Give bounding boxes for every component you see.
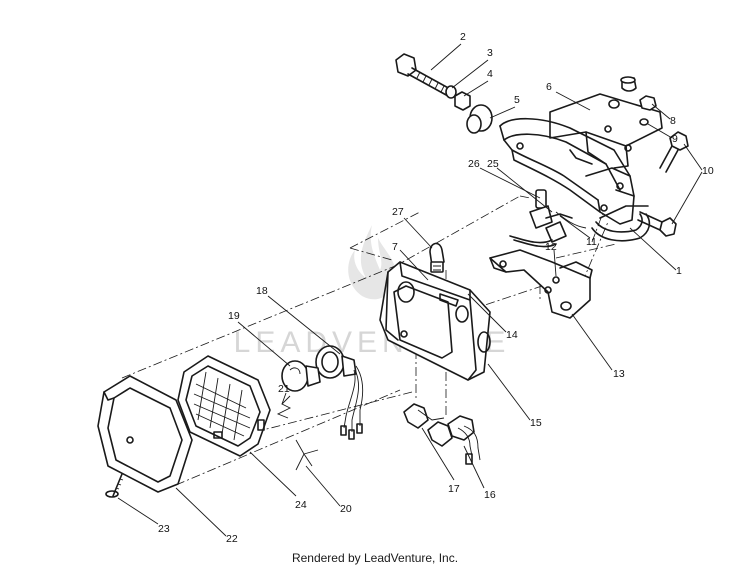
callout-16: 16: [484, 489, 496, 501]
callout-24: 24: [295, 499, 307, 511]
part-11-wire: [555, 211, 587, 229]
callout-26: 26: [468, 158, 480, 170]
part-10-bolts: [637, 131, 689, 237]
part-20-wire-clip: [295, 439, 319, 471]
callout-25: 25: [487, 158, 499, 170]
callout-1: 1: [676, 265, 682, 277]
callout-11: 11: [586, 236, 597, 248]
callout-22: 22: [226, 533, 238, 545]
part-9-washer: [608, 99, 620, 109]
part-13-lower-bracket: [489, 249, 593, 319]
part-8-cap-nut: [620, 76, 637, 92]
callout-15: 15: [530, 417, 542, 429]
callout-18: 18: [256, 285, 268, 297]
callout-21: 21: [278, 383, 290, 395]
callout-12: 12: [545, 241, 557, 253]
part-9-nut: [639, 95, 657, 111]
part-27-bulb: [429, 242, 445, 273]
part-5-grommet: [466, 104, 493, 134]
part-12-washer: [552, 276, 560, 284]
part-2-bolt: [395, 53, 453, 97]
callout-23: 23: [158, 523, 170, 535]
part-3-washer: [445, 85, 457, 99]
part-9-lock-washer: [639, 118, 649, 126]
callout-6: 6: [546, 81, 552, 93]
part-22-bezel: [97, 375, 193, 493]
callout-labels: 1 2 3 4 5 6 7 8 9 10 11 12 13 14 15 16 1…: [158, 31, 714, 545]
callout-4: 4: [487, 68, 493, 80]
part-18-socket: [315, 345, 364, 440]
leader-lines: [117, 43, 703, 537]
part-4-nut: [454, 91, 471, 111]
callout-9: 9: [672, 133, 678, 145]
part-19-bulb: [281, 360, 321, 392]
callout-20: 20: [340, 503, 352, 515]
part-21-spring-clip: [276, 395, 292, 419]
callout-17: 17: [448, 483, 460, 495]
callout-19: 19: [228, 310, 240, 322]
rendered-by-footer: Rendered by LeadVenture, Inc.: [291, 551, 459, 565]
callout-7: 7: [392, 241, 398, 253]
callout-3: 3: [487, 47, 493, 59]
part-23-screw: [105, 473, 124, 498]
part-24-lens: [177, 355, 271, 457]
alignment-lines: [121, 195, 617, 486]
part-16-17-connectors: [403, 403, 481, 465]
part-6-mounting-bracket: [499, 93, 663, 225]
part-15-lamp-housing: [379, 261, 491, 381]
watermark-flame-icon: [348, 225, 397, 300]
callout-13: 13: [613, 368, 625, 380]
part-25-26-switch: [509, 189, 573, 248]
callout-27: 27: [392, 206, 404, 218]
callout-2: 2: [460, 31, 466, 43]
callout-8: 8: [670, 115, 676, 127]
callout-14: 14: [506, 329, 518, 341]
callout-10: 10: [702, 165, 714, 177]
callout-5: 5: [514, 94, 520, 106]
part-1-bracket: [591, 205, 651, 242]
